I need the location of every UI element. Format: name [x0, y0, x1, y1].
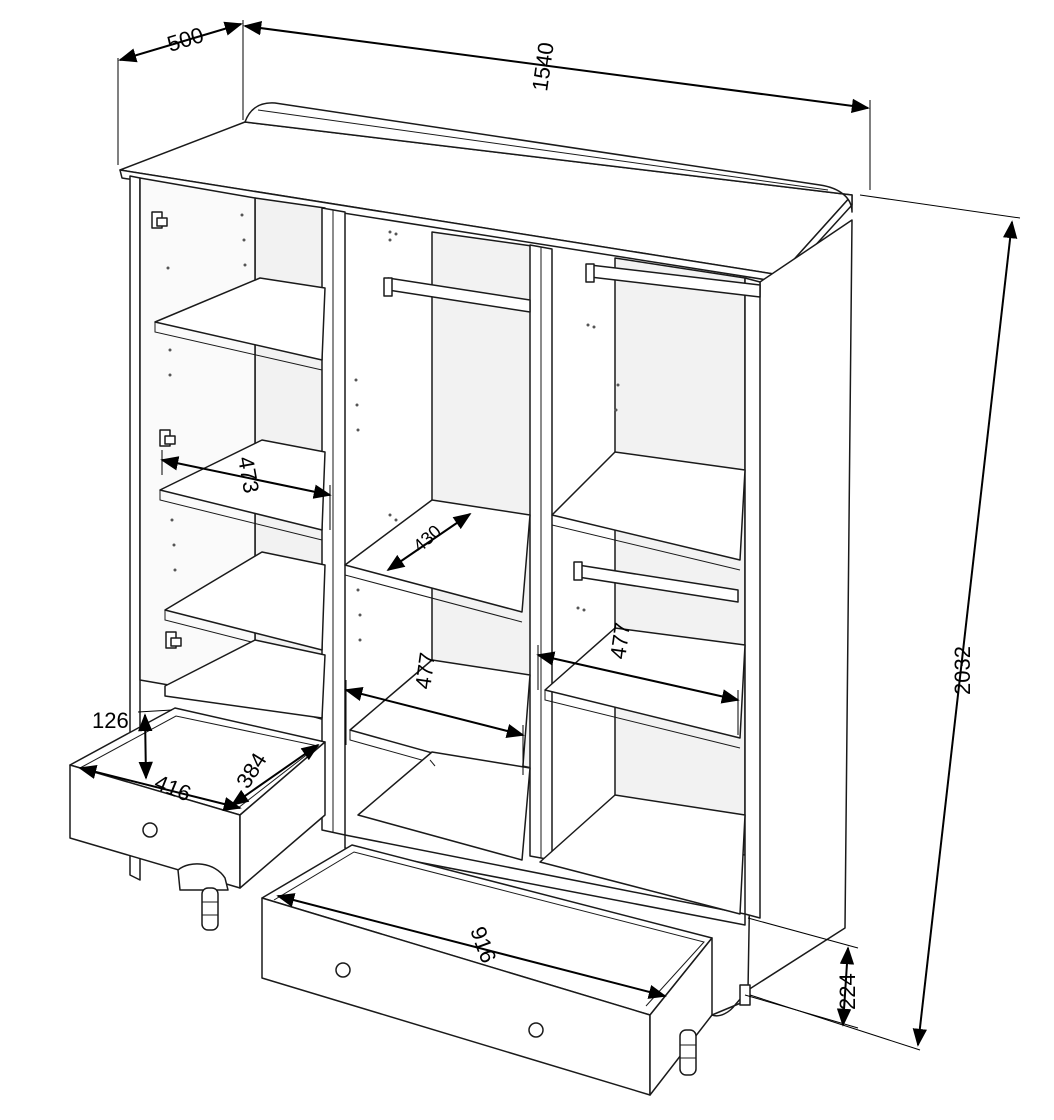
leg: [679, 1029, 697, 1076]
dim-leg-height: 224: [744, 917, 860, 1029]
leg: [201, 887, 219, 931]
dim-depth-label: 500: [164, 22, 206, 57]
hinge-icon: [151, 211, 168, 229]
dim-right-width: 477: [536, 621, 740, 735]
hinge-icon: [165, 631, 182, 649]
dim-height-label: 2032: [950, 646, 975, 695]
dim-width-label: 1540: [527, 41, 559, 93]
drawer-knob-icon: [528, 1022, 544, 1038]
drawer-knob-icon: [335, 962, 351, 978]
dim-right-width-label: 477: [605, 621, 635, 661]
dim-leg-height-label: 224: [835, 973, 860, 1010]
wardrobe-top: [119, 102, 853, 283]
dim-middle-width: 477: [344, 651, 525, 775]
hinge-icons: [151, 211, 182, 649]
drawer-knob-icon: [142, 822, 158, 838]
hinge-icon: [159, 429, 176, 447]
shelf-pin-holes: [166, 213, 620, 642]
dim-drawer-height-label: 126: [92, 708, 129, 733]
dim-middle-width-label: 477: [410, 651, 440, 691]
dim-height: 2032: [749, 194, 1021, 1051]
